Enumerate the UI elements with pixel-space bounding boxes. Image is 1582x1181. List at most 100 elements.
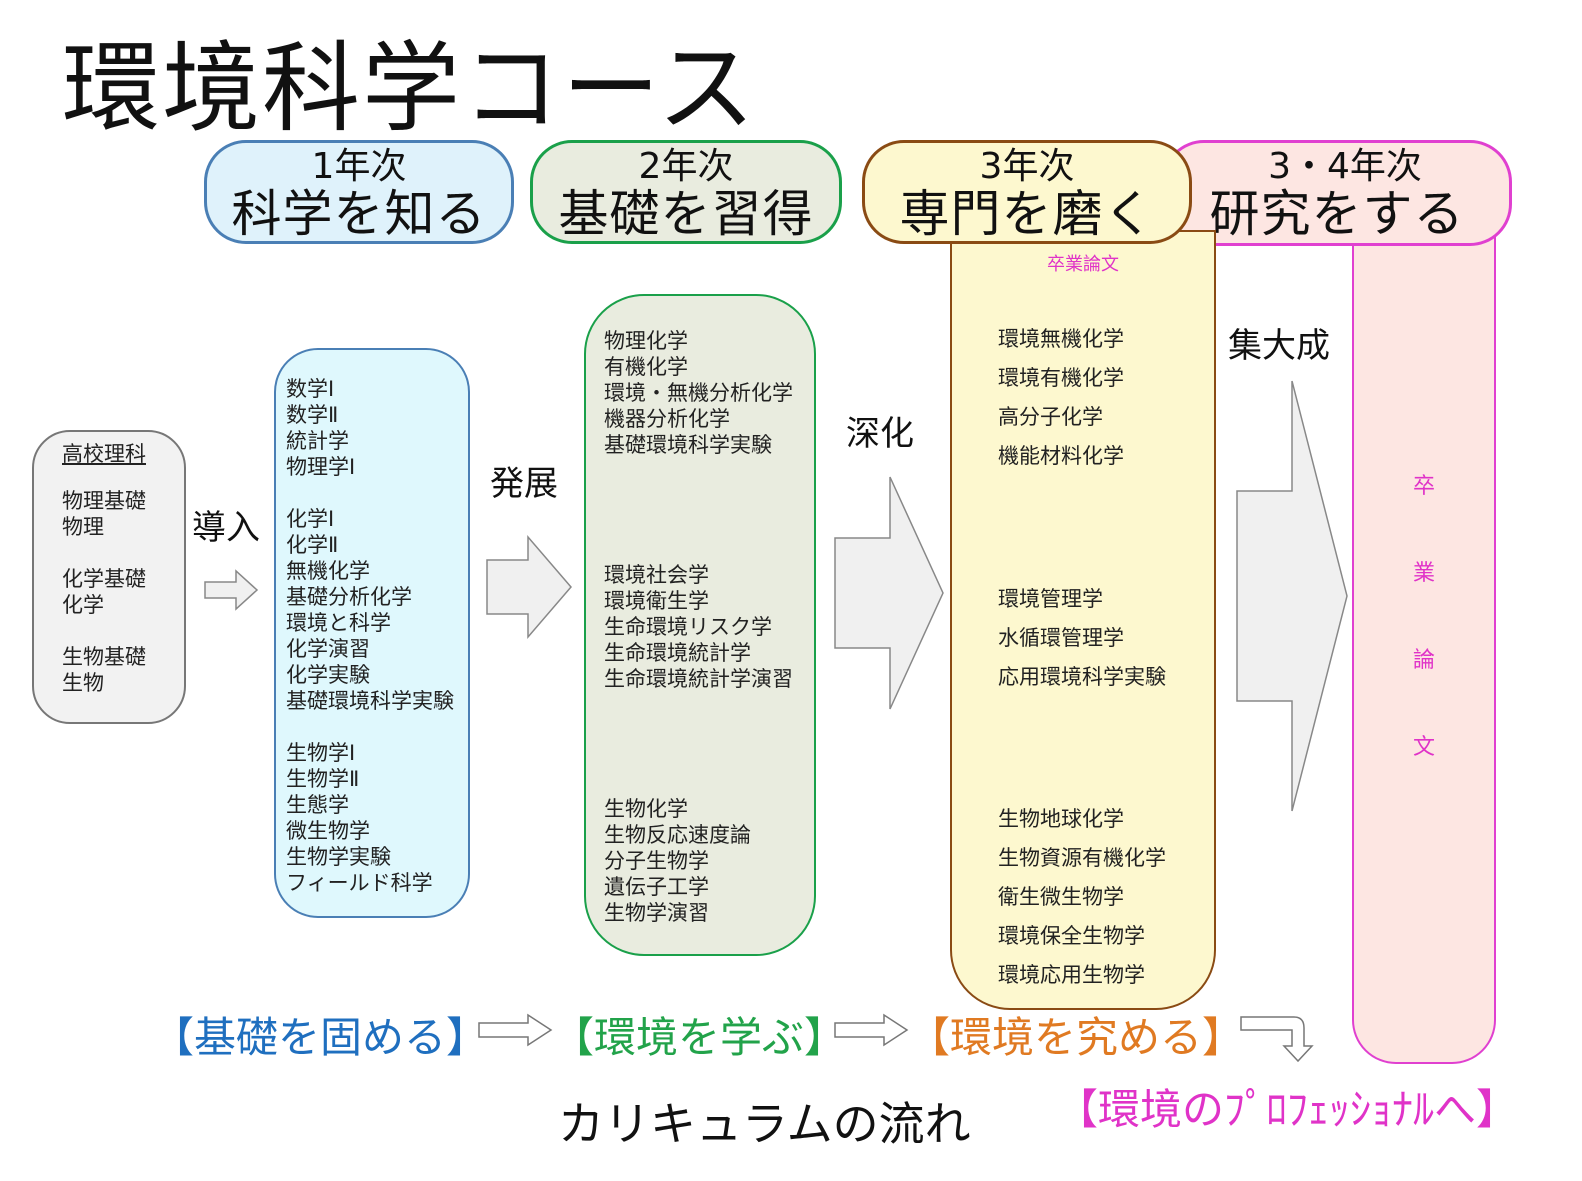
course-item: 機能材料化学 [998, 444, 1124, 468]
course-item: 生物資源有機化学 [998, 846, 1166, 870]
stage-label-culminate: 集大成 [1228, 326, 1330, 366]
course-item: 微生物学 [286, 819, 370, 843]
phrase-build-foundation: 【基礎を固める】 [152, 1013, 489, 1062]
year2-group-1: 物理化学 有機化学 環境・無機分析化学 機器分析化学 基礎環境科学実験 [604, 328, 793, 458]
course-item: 環境無機化学 [998, 327, 1124, 351]
course-item: 物理学Ⅰ [286, 455, 356, 479]
thesis-column-char: 業 [1412, 561, 1435, 586]
course-item: 環境衛生学 [604, 589, 709, 613]
thesis-label: 卒業論文 [1047, 254, 1119, 275]
thesis-column-char: 論 [1412, 648, 1435, 673]
year-theme: 研究をする [1209, 185, 1465, 243]
course-item: 基礎環境科学実験 [604, 433, 772, 457]
year-theme: 科学を知る [231, 185, 487, 243]
course-item: 衛生微生物学 [998, 885, 1124, 909]
stage-label-intro: 導入 [192, 508, 260, 548]
course-item: 化学 [62, 593, 104, 617]
course-item: 応用環境科学実験 [998, 665, 1166, 689]
highschool-box: 高校理科 物理基礎 物理 化学基礎 化学 生物基礎 生物 [32, 430, 186, 724]
year-number: 3年次 [979, 146, 1075, 187]
year-header-1: 1年次 科学を知る [204, 140, 514, 244]
course-item: 有機化学 [604, 355, 688, 379]
course-item: 基礎分析化学 [286, 585, 412, 609]
year3-group-1: 環境無機化学 環境有機化学 高分子化学 機能材料化学 [998, 320, 1124, 476]
course-item: 環境・無機分析化学 [604, 381, 793, 405]
course-item: 環境管理学 [998, 587, 1103, 611]
course-item: 生物学Ⅱ [286, 767, 360, 791]
course-item: 化学Ⅰ [286, 507, 335, 531]
course-item: 水循環管理学 [998, 626, 1124, 650]
highschool-group: 生物基礎 生物 [62, 644, 146, 696]
course-item: 基礎環境科学実験 [286, 689, 454, 713]
course-item: 生命環境統計学 [604, 641, 751, 665]
course-item: 機器分析化学 [604, 407, 730, 431]
thesis-column: 卒 業 論 文 [1352, 200, 1496, 1064]
year-number: 1年次 [311, 146, 407, 187]
course-item: 生物学Ⅰ [286, 741, 356, 765]
year1-group-1: 数学Ⅰ 数学Ⅱ 統計学 物理学Ⅰ [286, 376, 355, 480]
stage-label-deepen: 深化 [846, 414, 914, 454]
course-item: 化学Ⅱ [286, 533, 339, 557]
year3-group-2: 環境管理学 水循環管理学 応用環境科学実験 [998, 580, 1166, 697]
year2-course-column: 物理化学 有機化学 環境・無機分析化学 機器分析化学 基礎環境科学実験 環境社会… [584, 294, 816, 956]
course-item: 化学実験 [286, 663, 370, 687]
course-item: 生物 [62, 671, 104, 695]
course-item: 数学Ⅱ [286, 403, 339, 427]
year1-group-2: 化学Ⅰ 化学Ⅱ 無機化学 基礎分析化学 環境と科学 化学演習 化学実験 基礎環境… [286, 506, 454, 714]
course-item: 無機化学 [286, 559, 370, 583]
course-item: 物理基礎 [62, 489, 146, 513]
deepen-arrow [834, 476, 944, 710]
year-number: 2年次 [638, 146, 734, 187]
intro-arrow [204, 569, 259, 611]
course-item: 環境保全生物学 [998, 924, 1145, 948]
course-item: 高分子化学 [998, 405, 1103, 429]
course-item: フィールド科学 [286, 871, 433, 895]
year-header-3: 3年次 専門を磨く [862, 140, 1192, 244]
phrase-master-environment: 【環境を究める】 [908, 1013, 1245, 1062]
culminate-arrow [1236, 380, 1348, 812]
highschool-header: 高校理科 [62, 442, 146, 466]
course-item: 環境有機化学 [998, 366, 1124, 390]
page-title: 環境科学コース [62, 32, 758, 146]
course-item: 環境応用生物学 [998, 963, 1145, 987]
year-theme: 基礎を習得 [558, 185, 814, 243]
thesis-column-char: 文 [1412, 735, 1435, 760]
course-item: 遺伝子工学 [604, 875, 709, 899]
highschool-group: 物理基礎 物理 [62, 488, 146, 540]
year-header-2: 2年次 基礎を習得 [530, 140, 842, 244]
year3-course-column: 卒業論文 環境無機化学 環境有機化学 高分子化学 機能材料化学 環境管理学 水循… [950, 230, 1216, 1010]
course-item: 化学基礎 [62, 567, 146, 591]
year2-group-3: 生物化学 生物反応速度論 分子生物学 遺伝子工学 生物学演習 [604, 796, 751, 926]
curriculum-flow-caption: カリキュラムの流れ [558, 1097, 971, 1151]
course-item: 環境と科学 [286, 611, 391, 635]
course-item: 統計学 [286, 429, 349, 453]
year2-group-2: 環境社会学 環境衛生学 生命環境リスク学 生命環境統計学 生命環境統計学演習 [604, 562, 793, 692]
bottom-arrow-2 [834, 1013, 909, 1047]
phrase-to-professional: 【環境のﾌﾟﾛﾌｪｯｼｮﾅﾙへ】 [1056, 1085, 1519, 1134]
course-item: 環境社会学 [604, 563, 709, 587]
stage-label-develop: 発展 [490, 464, 558, 504]
develop-arrow [486, 534, 572, 640]
year-header-4: 3・4年次 研究をする [1162, 140, 1512, 246]
bottom-arrow-1 [478, 1013, 553, 1047]
course-item: 生物反応速度論 [604, 823, 751, 847]
year1-group-3: 生物学Ⅰ 生物学Ⅱ 生態学 微生物学 生物学実験 フィールド科学 [286, 740, 433, 896]
course-item: 生物学演習 [604, 901, 709, 925]
phrase-learn-environment: 【環境を学ぶ】 [552, 1013, 847, 1062]
bottom-arrow-3 [1240, 1016, 1314, 1063]
year1-course-column: 数学Ⅰ 数学Ⅱ 統計学 物理学Ⅰ 化学Ⅰ 化学Ⅱ 無機化学 基礎分析化学 環境と… [274, 348, 470, 918]
year-theme: 専門を磨く [899, 185, 1155, 243]
course-item: 物理 [62, 515, 104, 539]
course-item: 化学演習 [286, 637, 370, 661]
course-item: 生命環境リスク学 [604, 615, 772, 639]
course-item: 分子生物学 [604, 849, 709, 873]
course-item: 物理化学 [604, 329, 688, 353]
course-item: 生物基礎 [62, 645, 146, 669]
course-item: 生物学実験 [286, 845, 391, 869]
course-item: 生物地球化学 [998, 807, 1124, 831]
course-item: 生命環境統計学演習 [604, 667, 793, 691]
course-item: 生物化学 [604, 797, 688, 821]
year-number: 3・4年次 [1268, 146, 1422, 187]
thesis-column-char: 卒 [1412, 474, 1435, 499]
course-item: 数学Ⅰ [286, 377, 335, 401]
